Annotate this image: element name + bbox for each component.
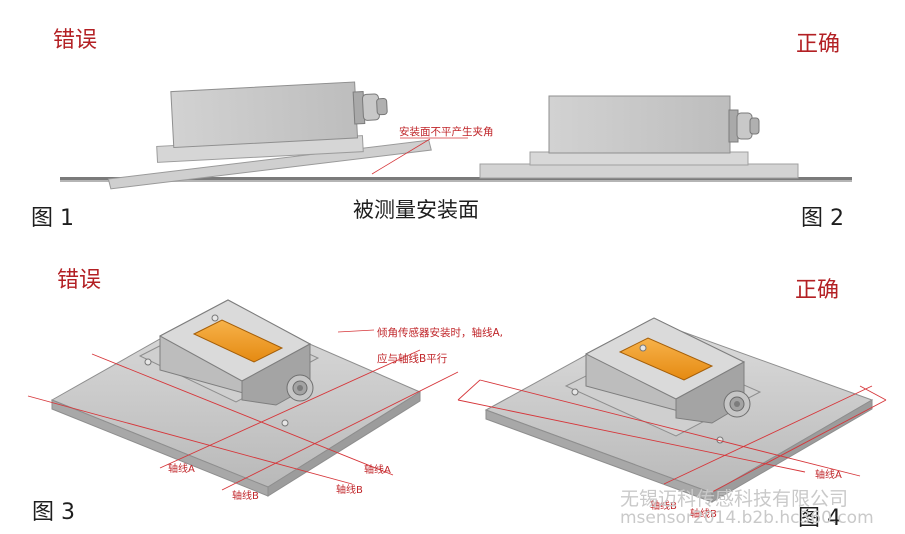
fig2-right-label: 正确 (796, 32, 841, 57)
fig4-axis-b-right-label: 轴线B (690, 509, 717, 520)
surface-line (60, 177, 852, 182)
fig3-annotation-line1: 倾角传感器安装时，轴线A, (377, 327, 504, 339)
fig2-number: 图 2 (801, 206, 844, 231)
surface-label: 被测量安装面 (353, 198, 479, 222)
watermark-company: 无锡迈科传感科技有限公司 (620, 488, 849, 510)
fig4-axis-lines (457, 379, 887, 493)
annotation-arrow-line (371, 138, 431, 175)
fig1-wrong-label: 错误 (53, 28, 98, 53)
fig2-sensor (479, 95, 799, 179)
fig3-axis-a-right-label: 轴线A (364, 465, 391, 476)
fig3-axis-lines (27, 349, 459, 491)
fig3-axis-b-right-label: 轴线B (336, 485, 363, 496)
fig3-wrong-label: 错误 (57, 268, 102, 293)
fig1-sensor (107, 81, 432, 190)
fig4-right-label: 正确 (795, 278, 840, 303)
watermark-url: msensor2014.b2b.hc360.com (620, 508, 874, 528)
fig3-number: 图 3 (32, 500, 75, 525)
fig4-axis-b-left-label: 轴线B (650, 501, 677, 512)
fig1-annotation: 安装面不平产生夹角 (399, 126, 494, 138)
fig3-axis-a-left-label: 轴线A (168, 464, 195, 475)
fig4-sensor (564, 317, 762, 444)
fig4-number: 图 4 (798, 506, 841, 531)
fig3-axis-b-left-label: 轴线B (232, 491, 259, 502)
fig3-annotation-line2: 应与轴线B平行 (377, 353, 448, 365)
fig1-number: 图 1 (31, 206, 74, 231)
fig3-annotation-leader (337, 329, 375, 333)
fig3-sensor (138, 299, 320, 427)
fig4-axis-a-label: 轴线A (815, 470, 842, 481)
